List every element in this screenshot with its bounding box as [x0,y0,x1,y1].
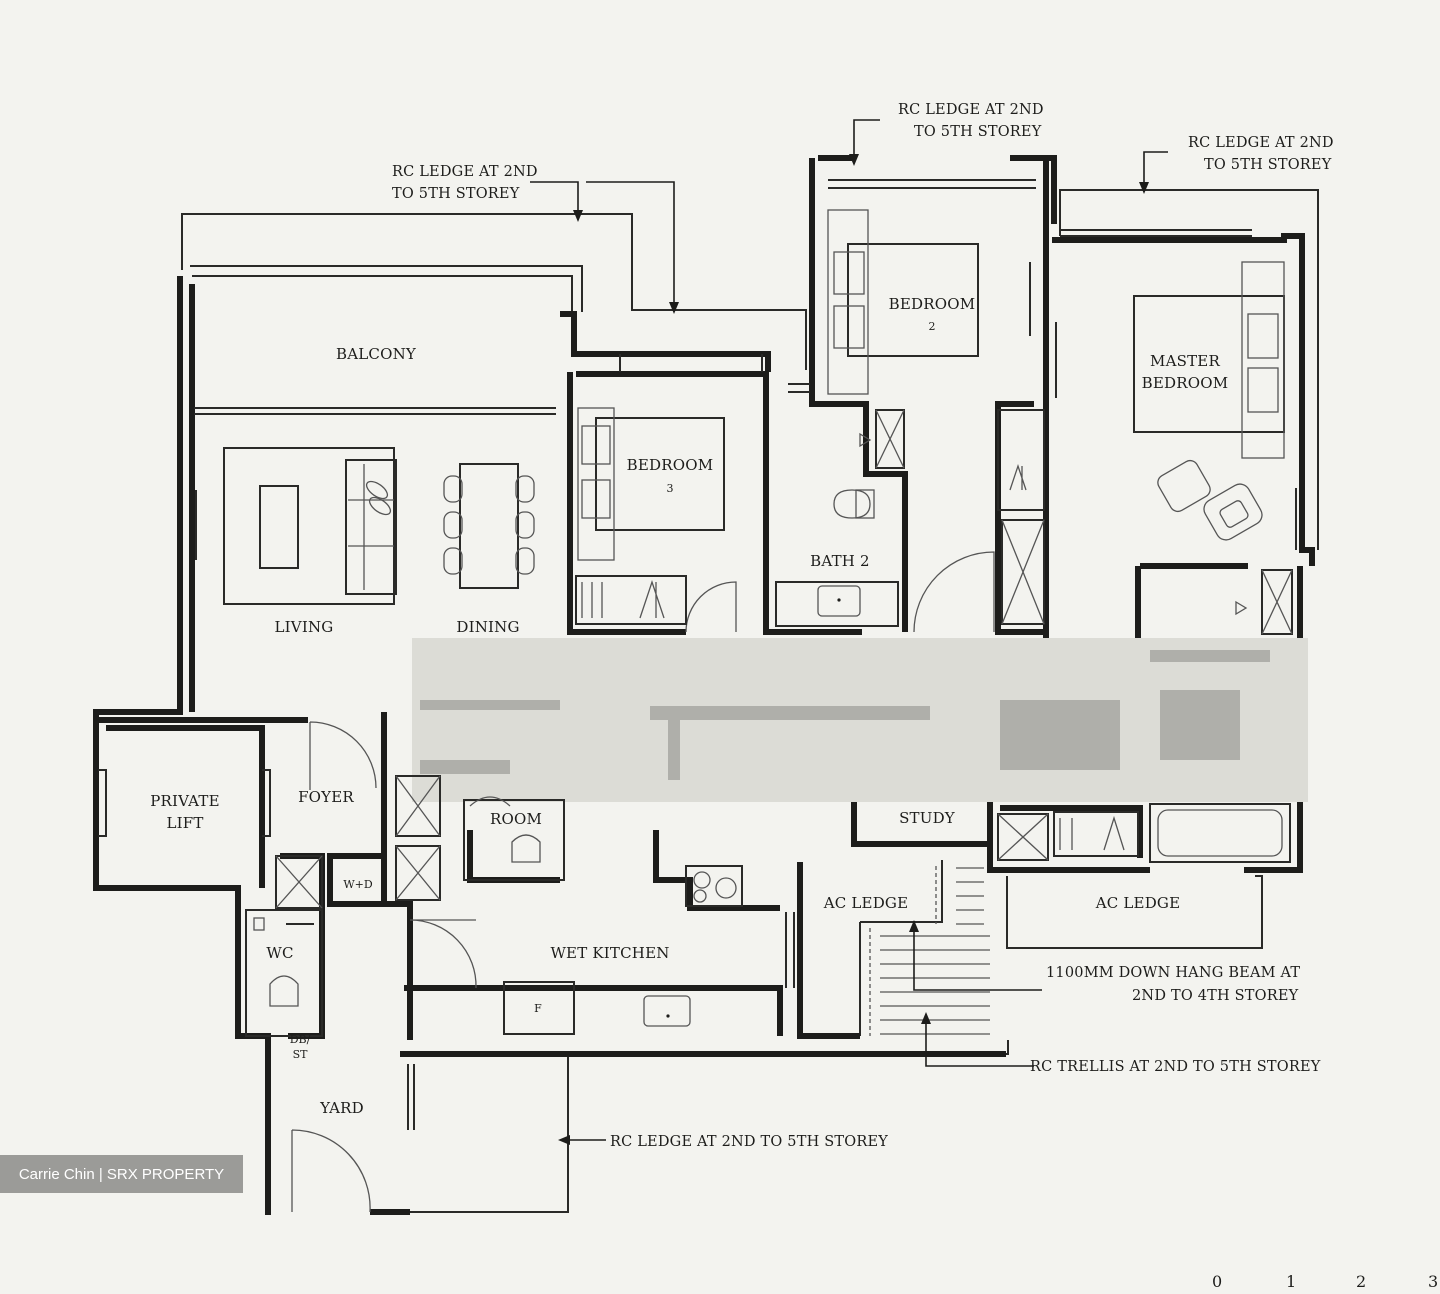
doors [291,551,995,1213]
label-private-lift-2: LIFT [166,814,203,832]
room-fixtures [463,796,565,881]
note-rc-ledge-right-2: TO 5TH STOREY [1204,157,1332,173]
annotation-arrows [530,119,1168,1145]
label-study: STUDY [899,809,956,827]
room-labels: BALCONY BEDROOM 3 BEDROOM 2 MASTER BEDRO… [150,295,1228,1117]
exterior-walls [93,155,1315,1215]
bedroom3-furniture [575,407,725,625]
master-furniture [1133,261,1293,635]
label-bedroom3-number: 3 [667,482,674,495]
annotation-notes: RC LEDGE AT 2ND TO 5TH STOREY RC LEDGE A… [392,102,1334,1150]
label-ac-ledge-1: AC LEDGE [823,894,909,912]
label-bedroom2: BEDROOM [889,295,976,313]
wc-fixtures [245,909,323,1037]
label-foyer: FOYER [298,788,354,806]
kitchen-fixtures [503,865,743,1035]
blurred-region [412,638,1308,802]
label-wet-kitchen: WET KITCHEN [550,944,669,962]
label-yard: YARD [319,1099,364,1117]
scale-2: 2 [1356,1272,1367,1291]
label-bedroom2-number: 2 [929,320,936,333]
note-rc-ledge-right-1: RC LEDGE AT 2ND [1188,135,1334,151]
label-bath2: BATH 2 [810,552,870,570]
dining-furniture [443,463,535,589]
note-rc-ledge-mid-2: TO 5TH STOREY [914,124,1042,140]
note-beam-2: 2ND TO 4TH STOREY [1132,988,1299,1004]
label-master-2: BEDROOM [1142,374,1229,392]
label-wc: WC [266,944,293,962]
label-wd: W+D [343,878,373,891]
label-bedroom3: BEDROOM [627,456,714,474]
label-ac-ledge-2: AC LEDGE [1095,894,1181,912]
wardrobe-strip [997,409,1045,625]
scale-3: 3 [1428,1272,1439,1291]
watermark-badge: Carrie Chin | SRX PROPERTY [0,1155,243,1193]
scale-1: 1 [1286,1272,1297,1291]
label-dining: DINING [456,618,519,636]
label-private-lift-1: PRIVATE [150,792,220,810]
note-beam-1: 1100MM DOWN HANG BEAM AT [1046,965,1300,981]
living-furniture [223,447,397,605]
label-room: ROOM [490,810,542,828]
master-bath-fixtures [997,803,1291,863]
note-rc-ledge-mid-1: RC LEDGE AT 2ND [898,102,1044,118]
label-living: LIVING [275,618,334,636]
windows [98,179,1297,1130]
note-rc-ledge-left-1: RC LEDGE AT 2ND [392,164,538,180]
foyer-cabinets [275,775,441,909]
note-rc-ledge-bottom: RC LEDGE AT 2ND TO 5TH STOREY [610,1134,888,1150]
label-balcony: BALCONY [336,345,417,363]
note-trellis: RC TRELLIS AT 2ND TO 5TH STOREY [1030,1059,1321,1075]
bedroom2-furniture [827,209,979,395]
bath2-fixtures [775,409,905,627]
trellis [869,866,990,1036]
label-fridge: F [534,1002,542,1015]
scale-0: 0 [1212,1272,1223,1291]
note-rc-ledge-left-2: TO 5TH STOREY [392,186,520,202]
label-master-1: MASTER [1150,352,1220,370]
label-st: ST [293,1048,309,1061]
label-db: DB/ [290,1033,311,1046]
